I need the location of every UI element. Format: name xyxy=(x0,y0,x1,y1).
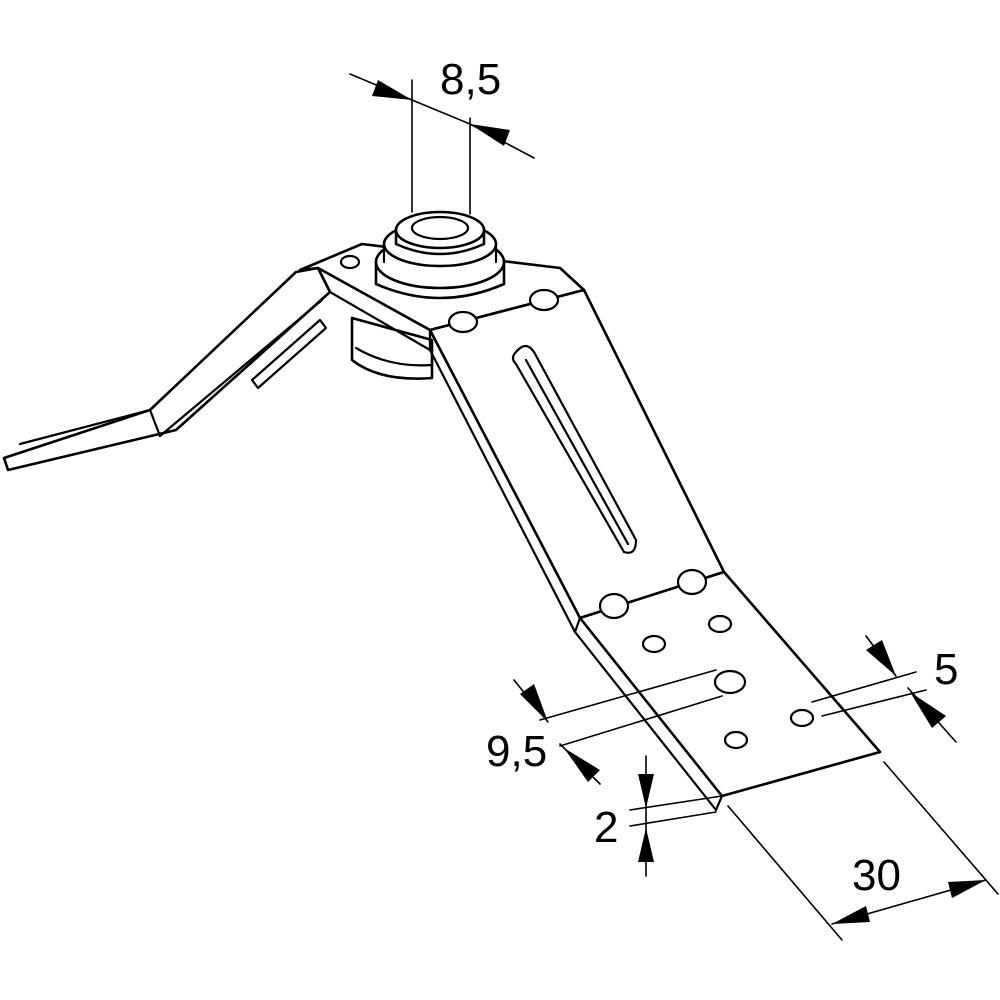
hole xyxy=(713,669,747,695)
holes xyxy=(339,254,815,750)
dim-label-thickness: 2 xyxy=(594,803,618,852)
left-flange xyxy=(2,266,332,472)
arrow xyxy=(564,748,600,782)
hole xyxy=(339,254,361,270)
arrow xyxy=(638,774,654,808)
arrow xyxy=(520,684,548,722)
dim-label-spacing: 5 xyxy=(934,645,958,694)
dimension-hole-diameter: 9,5 xyxy=(486,669,723,785)
hole xyxy=(723,730,749,750)
main-arm xyxy=(428,288,726,634)
hole xyxy=(789,708,815,728)
hole xyxy=(528,288,560,312)
hole xyxy=(598,592,630,620)
bore xyxy=(410,215,470,241)
hole xyxy=(676,568,708,596)
dim-label-bore: 8,5 xyxy=(440,55,501,104)
dimension-thickness: 2 xyxy=(594,755,723,877)
arrow xyxy=(866,640,896,676)
arrow xyxy=(638,828,654,862)
arrow xyxy=(948,880,986,898)
dim-label-hole: 9,5 xyxy=(486,727,547,776)
arrow xyxy=(372,80,412,100)
arrow xyxy=(470,124,510,146)
hub-underside xyxy=(350,316,434,380)
dimension-bore-diameter: 8,5 xyxy=(349,55,535,215)
hole xyxy=(707,614,733,634)
arrow xyxy=(910,692,946,728)
dimension-hole-spacing: 5 xyxy=(811,635,958,743)
dimension-width: 30 xyxy=(727,761,999,941)
hole xyxy=(641,634,667,654)
dim-label-width: 30 xyxy=(852,851,901,900)
hole xyxy=(447,310,479,334)
top-hub xyxy=(374,210,506,300)
arrow xyxy=(832,906,870,924)
